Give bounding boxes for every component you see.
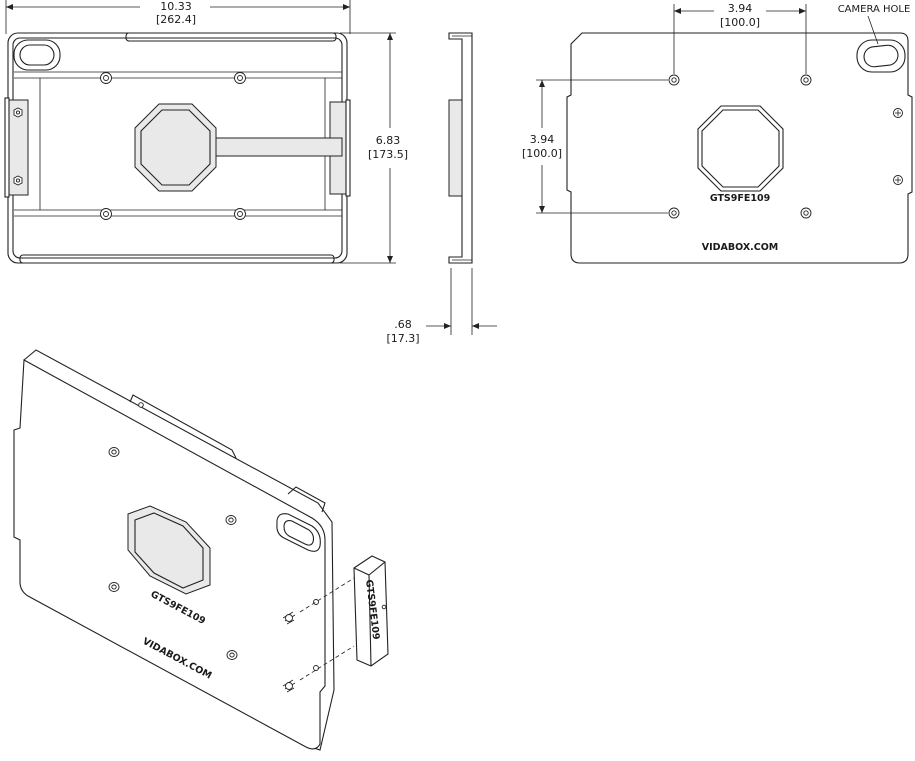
- camera-hole-label: CAMERA HOLE: [838, 4, 911, 15]
- iso-clip-top-edge: [368, 561, 386, 576]
- back-octagon-inner: [701, 109, 780, 188]
- iso-top-rail-2: [287, 486, 326, 513]
- back-model-label: GTS9FE109: [710, 193, 770, 204]
- side-profile: [448, 32, 473, 264]
- height-mm-label: [173.5]: [368, 148, 408, 161]
- iso-camera-hole: [283, 520, 315, 546]
- iso-screws: [282, 611, 296, 693]
- iso-side-hole-1: [313, 599, 319, 605]
- front-right-clamp-edge: [345, 99, 351, 197]
- back-mount-holes: [668, 74, 812, 219]
- front-view: 10.33 [262.4]: [4, 0, 408, 264]
- back-side-screws: [893, 108, 903, 185]
- back-camera-pocket: [856, 39, 906, 73]
- side-arm-block: [448, 99, 463, 197]
- camera-hole: [863, 44, 899, 68]
- front-top-rail: [125, 32, 337, 42]
- back-view: CAMERA HOLE GTS9FE109 VIDABOX.COM 3.94 […: [522, 2, 913, 264]
- front-bottom-rail: [19, 254, 335, 264]
- width-mm-label: [262.4]: [156, 13, 196, 26]
- front-screws: [100, 72, 246, 220]
- iso-side-hole-2: [313, 665, 319, 671]
- front-octagon-outer: [134, 103, 217, 192]
- iso-top-rail: [129, 394, 237, 459]
- side-view: .68 [17.3]: [386, 32, 497, 345]
- front-left-clamp-edge: [4, 97, 10, 198]
- iso-clip-hole: [381, 604, 387, 610]
- iso-thickness-edge: [23, 349, 335, 751]
- back-brand-label: VIDABOX.COM: [702, 242, 779, 253]
- depth-mm-label: [17.3]: [386, 332, 419, 345]
- iso-mount-holes: [108, 447, 238, 660]
- iso-clip-body: [353, 555, 389, 667]
- front-camera-slot: [19, 44, 55, 66]
- vspacing-in-label: 3.94: [530, 133, 555, 146]
- back-octagon-outer: [697, 105, 784, 192]
- front-octagon-inner: [140, 109, 211, 186]
- iso-octagon-inner: [134, 512, 204, 589]
- vspacing-mm-label: [100.0]: [522, 147, 562, 160]
- iso-assembly-line-1: [299, 577, 355, 613]
- width-in-label: 10.33: [160, 0, 192, 13]
- front-left-clamp-screws: [13, 107, 23, 186]
- depth-in-label: .68: [394, 318, 412, 331]
- camera-hole-leader: [867, 15, 879, 45]
- hspacing-in-label: 3.94: [728, 2, 753, 15]
- isometric-view: GTS9FE109 VIDABOX.COM GTS9FE109: [13, 349, 389, 751]
- iso-camera-pocket: [276, 513, 321, 552]
- front-arm: [211, 137, 343, 157]
- iso-top-hole: [138, 402, 144, 408]
- hspacing-mm-label: [100.0]: [720, 16, 760, 29]
- front-camera-pocket: [13, 39, 61, 71]
- iso-assembly-line-2: [299, 645, 355, 681]
- iso-octagon-outer: [127, 505, 211, 595]
- height-in-label: 6.83: [376, 134, 401, 147]
- back-outline: [566, 32, 913, 264]
